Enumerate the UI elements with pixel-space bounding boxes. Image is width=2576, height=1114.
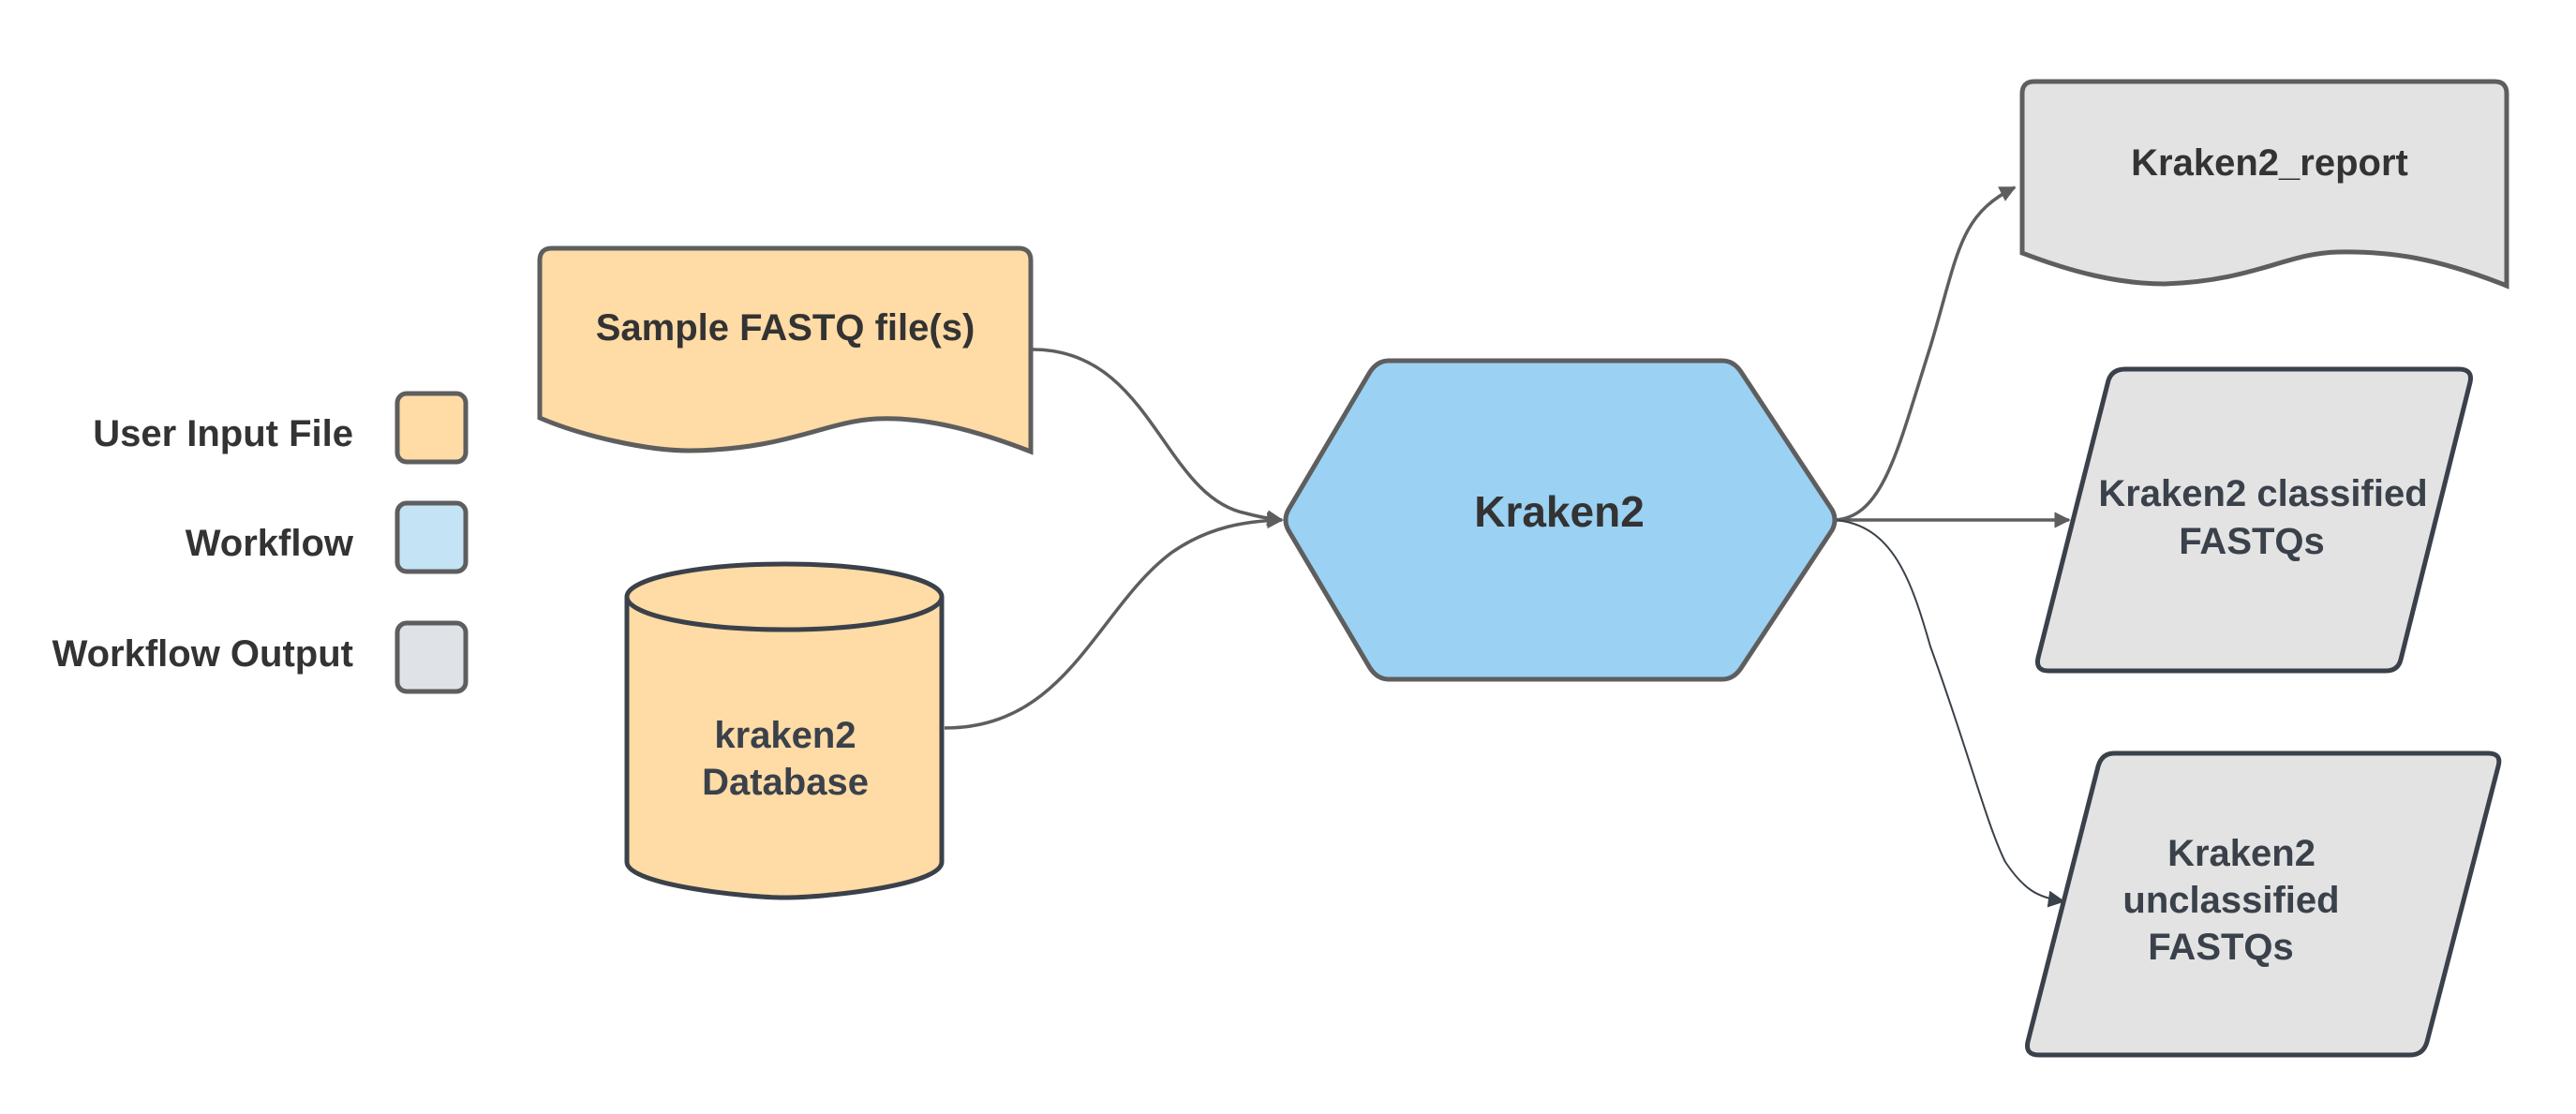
legend-item-workflow-output: Workflow Output [52, 620, 469, 694]
node-label-line-2: unclassified [2122, 880, 2339, 921]
node-kraken2-report[interactable]: Kraken2_report [2019, 79, 2509, 290]
node-label: Sample FASTQ file(s) [596, 307, 975, 349]
node-label-line-3: FASTQs [2148, 927, 2294, 968]
legend-label: Workflow [186, 523, 354, 564]
edge-kraken2-to-unclassified [1834, 519, 2065, 908]
node-sample-fastq[interactable]: Sample FASTQ file(s) [537, 245, 1034, 455]
legend-item-workflow: Workflow [186, 500, 469, 574]
parallelogram-shape [2035, 366, 2473, 674]
node-kraken2-workflow[interactable]: Kraken2 [1283, 358, 1838, 682]
legend-swatch-workflow [395, 500, 469, 574]
cylinder-top [624, 561, 945, 632]
node-label-line-2: Database [702, 762, 869, 803]
document-shape [2019, 79, 2509, 290]
parallelogram-shape [2025, 750, 2502, 1058]
edge-kraken2-to-report [1834, 186, 2017, 522]
node-label: Kraken2_report [2131, 142, 2408, 184]
legend-swatch-user-input [395, 391, 469, 465]
node-label-line-2: FASTQs [2179, 521, 2325, 562]
node-kraken2-unclassified[interactable]: Kraken2 unclassified FASTQs [2025, 750, 2502, 1058]
hexagon-shape [1283, 358, 1838, 682]
node-label-line-1: kraken2 [714, 715, 856, 756]
legend-item-user-input-file: User Input File [93, 391, 469, 465]
document-shape [537, 245, 1034, 455]
legend-label: Workflow Output [52, 633, 353, 675]
legend-label: User Input File [93, 413, 353, 454]
node-kraken2-classified[interactable]: Kraken2 classified FASTQs [2035, 366, 2473, 674]
legend-swatch-workflow-output [395, 620, 469, 694]
edge-database-to-kraken2 [944, 512, 1284, 730]
edge-fastq-to-kraken2 [1032, 348, 1284, 527]
node-kraken2-database[interactable]: kraken2 Database [624, 561, 945, 900]
node-label: Kraken2 [1474, 487, 1645, 536]
node-label-line-1: Kraken2 classified [2098, 473, 2427, 514]
legend: User Input File Workflow Workflow Output [52, 391, 469, 694]
connectors [944, 186, 2071, 908]
cylinder-body [624, 597, 945, 900]
node-label-line-1: Kraken2 [2167, 833, 2315, 874]
